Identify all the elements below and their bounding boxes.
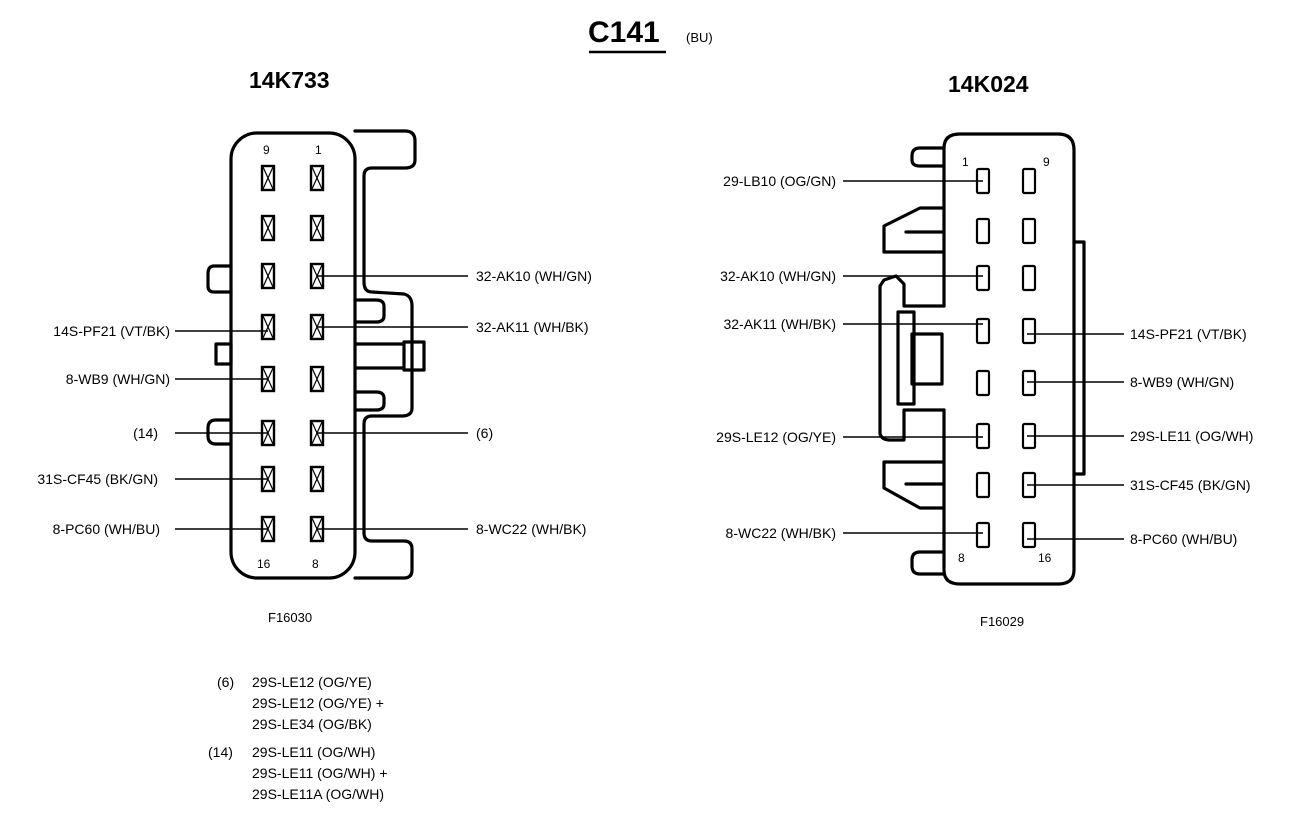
left-connector-body bbox=[206, 129, 426, 580]
cavity-cross bbox=[262, 166, 274, 190]
right-wire-label: 32-AK11 (WH/BK) bbox=[723, 316, 836, 332]
right-wire-label: 32-AK10 (WH/GN) bbox=[720, 268, 836, 284]
left-wire-label: 31S-CF45 (BK/GN) bbox=[37, 471, 158, 487]
terminal-cavity bbox=[1021, 167, 1037, 195]
right-wire-label: 8-WB9 (WH/GN) bbox=[1130, 374, 1234, 390]
cavity-cross bbox=[262, 264, 274, 288]
note-line: 29S-LE34 (OG/BK) bbox=[252, 716, 372, 732]
right-connector-pins bbox=[975, 167, 1037, 549]
cavity-cross bbox=[262, 315, 274, 339]
terminal-cavity bbox=[975, 217, 991, 245]
terminal-cavity bbox=[975, 521, 991, 549]
right-wire-label: 8-PC60 (WH/BU) bbox=[1130, 531, 1237, 547]
terminal-cavity bbox=[1021, 521, 1037, 549]
terminal-cavity bbox=[260, 262, 276, 290]
terminal-cavity bbox=[260, 313, 276, 341]
cavity-cross bbox=[311, 216, 323, 240]
connector-title: C141 bbox=[588, 16, 660, 49]
right-pin-label-16: 16 bbox=[1038, 551, 1052, 565]
right-connector: 14K024 1 9 8 16 bbox=[716, 71, 1253, 629]
note-14: (14) 29S-LE11 (OG/WH) 29S-LE11 (OG/WH) +… bbox=[208, 744, 388, 802]
terminal-cavity bbox=[975, 422, 991, 450]
left-connector-part-number: 14K733 bbox=[249, 67, 330, 93]
terminal-cavity bbox=[975, 264, 991, 292]
terminal-cavity bbox=[975, 317, 991, 345]
right-pin-label-1: 1 bbox=[962, 155, 969, 169]
terminal-cavity bbox=[309, 214, 325, 242]
cavity-cross bbox=[311, 166, 323, 190]
note-ref: (6) bbox=[217, 674, 234, 690]
right-pin-label-8: 8 bbox=[958, 551, 965, 565]
terminal-cavity bbox=[1021, 264, 1037, 292]
left-connector: 14K733 9 1 16 8 14S-PF21 (VT/BK) 8-WB9 (… bbox=[37, 67, 592, 625]
right-wire-label: 29S-LE12 (OG/YE) bbox=[716, 429, 836, 445]
terminal-cavity bbox=[260, 214, 276, 242]
left-pin-label-1: 1 bbox=[315, 143, 322, 157]
right-figure-id: F16029 bbox=[980, 614, 1024, 629]
right-wire-label: 29S-LE11 (OG/WH) bbox=[1130, 428, 1253, 444]
terminal-cavity bbox=[309, 164, 325, 192]
right-wire-label: 31S-CF45 (BK/GN) bbox=[1130, 477, 1251, 493]
left-figure-id: F16030 bbox=[268, 610, 312, 625]
terminal-cavity bbox=[1021, 369, 1037, 397]
cavity-cross bbox=[262, 216, 274, 240]
cavity-cross bbox=[311, 467, 323, 491]
connector-color: (BU) bbox=[686, 30, 713, 45]
terminal-cavity bbox=[975, 369, 991, 397]
right-connector-part-number: 14K024 bbox=[948, 71, 1029, 97]
left-pin-label-16: 16 bbox=[257, 557, 271, 571]
left-connector-pins bbox=[260, 164, 325, 543]
left-pin-label-8: 8 bbox=[312, 557, 319, 571]
right-wire-label: 14S-PF21 (VT/BK) bbox=[1130, 326, 1247, 342]
terminal-cavity bbox=[1021, 217, 1037, 245]
left-wire-label: (6) bbox=[476, 425, 493, 441]
left-wire-label: 8-WB9 (WH/GN) bbox=[66, 371, 170, 387]
note-line: 29S-LE11 (OG/WH) bbox=[252, 744, 375, 760]
right-connector-body bbox=[878, 132, 1086, 586]
left-wire-label: (14) bbox=[133, 425, 158, 441]
terminal-cavity bbox=[309, 365, 325, 393]
note-line: 29S-LE12 (OG/YE) bbox=[252, 674, 372, 690]
right-pin-label-9: 9 bbox=[1043, 155, 1050, 169]
note-6: (6) 29S-LE12 (OG/YE) 29S-LE12 (OG/YE) + … bbox=[217, 674, 384, 732]
note-ref: (14) bbox=[208, 744, 233, 760]
terminal-cavity bbox=[260, 164, 276, 192]
left-wire-label: 14S-PF21 (VT/BK) bbox=[53, 323, 170, 339]
cavity-cross bbox=[311, 367, 323, 391]
terminal-cavity bbox=[975, 471, 991, 499]
left-wire-label: 8-WC22 (WH/BK) bbox=[476, 521, 586, 537]
left-wire-label: 32-AK10 (WH/GN) bbox=[476, 268, 592, 284]
left-wire-label: 8-PC60 (WH/BU) bbox=[53, 521, 160, 537]
terminal-cavity bbox=[309, 465, 325, 493]
left-wire-label: 32-AK11 (WH/BK) bbox=[476, 319, 589, 335]
right-wire-label: 8-WC22 (WH/BK) bbox=[726, 525, 836, 541]
left-pin-label-9: 9 bbox=[263, 143, 270, 157]
right-wire-label: 29-LB10 (OG/GN) bbox=[723, 173, 836, 189]
terminal-cavity bbox=[1021, 317, 1037, 345]
splice-notes: (6) 29S-LE12 (OG/YE) 29S-LE12 (OG/YE) + … bbox=[208, 674, 388, 802]
note-line: 29S-LE11 (OG/WH) + bbox=[252, 765, 388, 781]
note-line: 29S-LE11A (OG/WH) bbox=[252, 786, 384, 802]
note-line: 29S-LE12 (OG/YE) + bbox=[252, 695, 384, 711]
